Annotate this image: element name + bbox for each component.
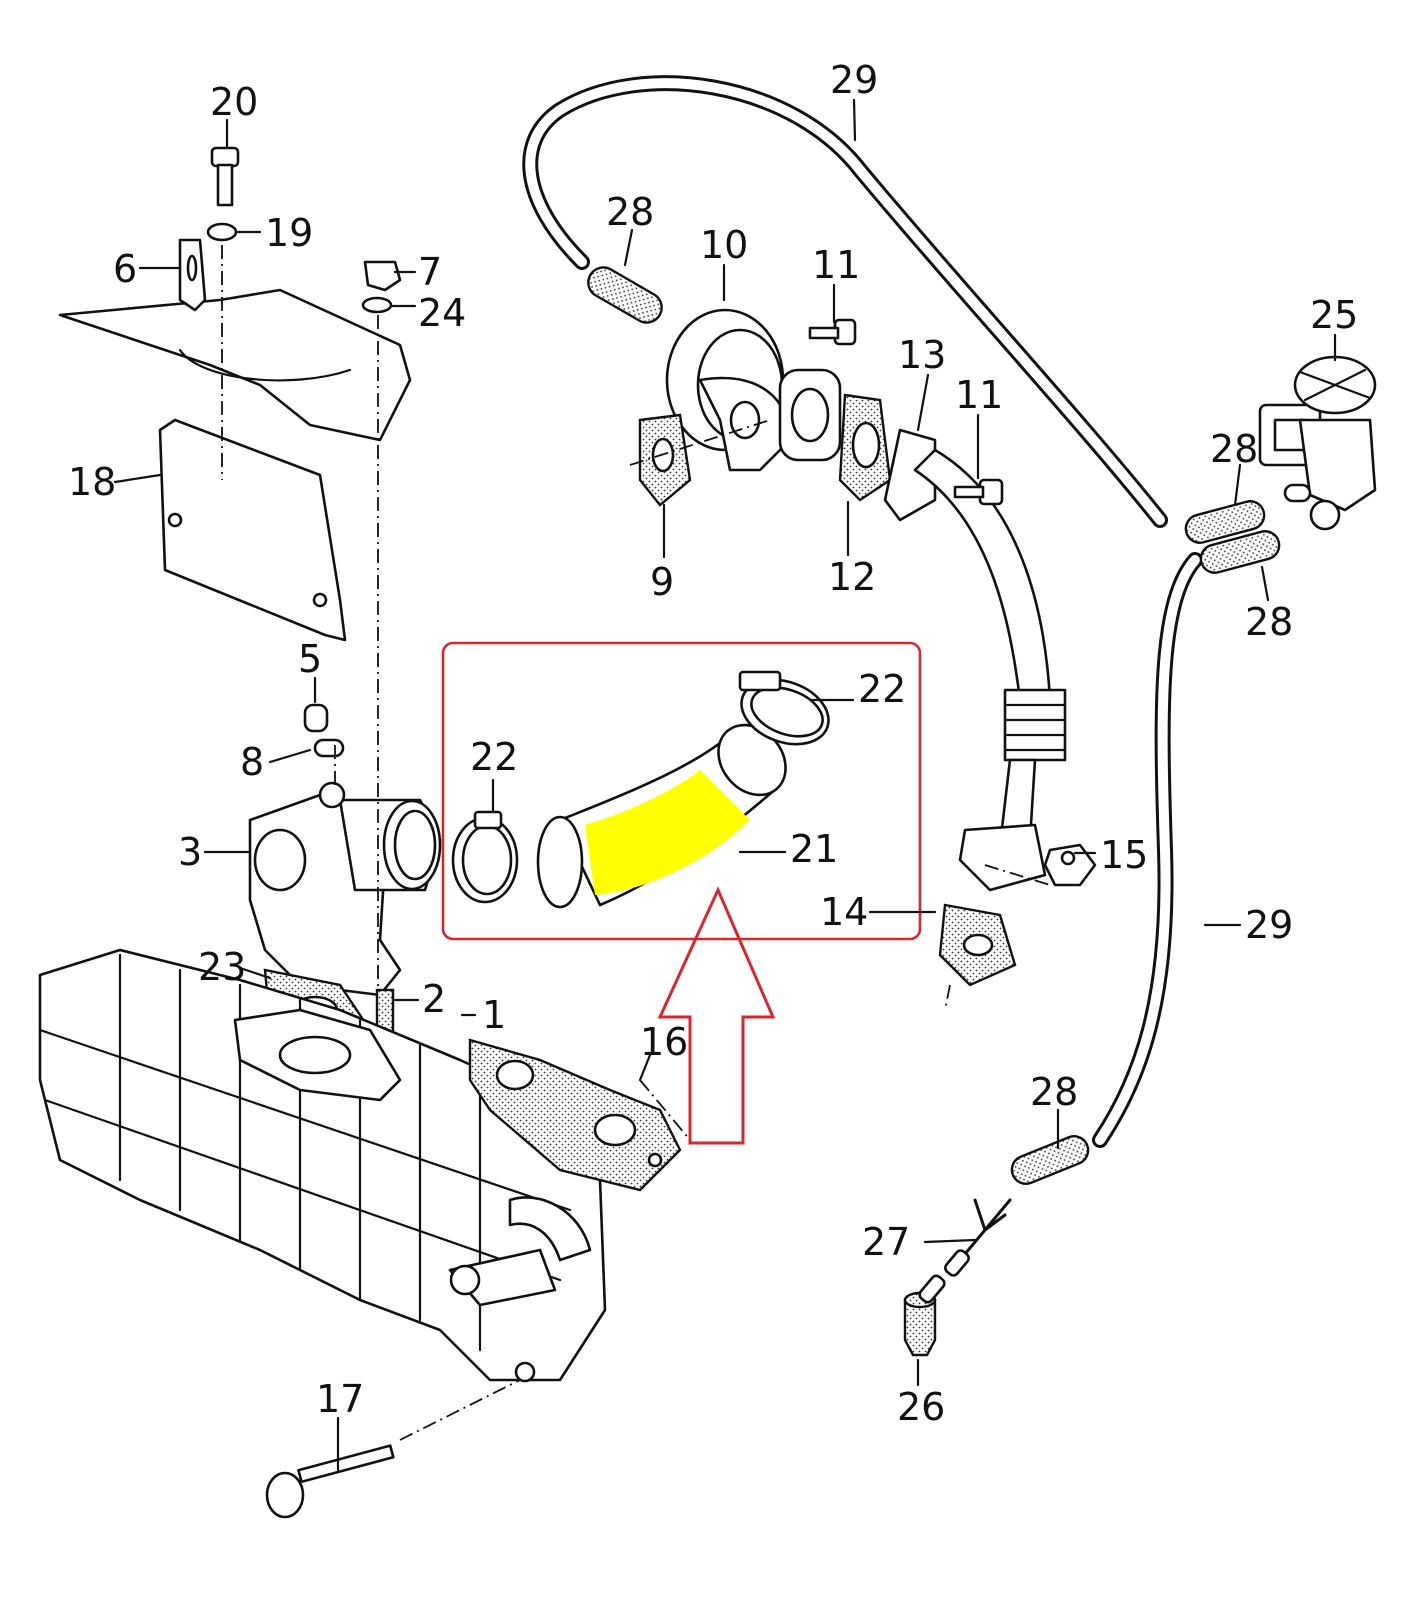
callout-29-right: 29 [1245,903,1293,947]
callout-22-right: 22 [858,667,906,711]
clamp-left [451,810,519,904]
nut [1043,843,1097,887]
egr-valve [665,308,842,472]
callout-11-top: 11 [812,243,860,287]
callout-11-right: 11 [955,373,1003,417]
hose-cap [903,1274,946,1357]
callout-28-right-lower: 28 [1245,600,1293,644]
bolt-egr-flange [953,478,1004,506]
bolt-top [210,146,240,207]
manifold-bolt [265,1444,395,1519]
centre-lines [221,245,1051,1441]
callout-21: 21 [790,827,838,871]
hose-piece-right-upper [1184,500,1266,544]
hose-piece-top [587,266,663,324]
gasket-left [638,413,692,507]
intake-manifold [38,948,607,1383]
highlight-box [441,641,922,941]
callout-17: 17 [316,1377,364,1421]
callout-18: 18 [68,460,116,504]
heat-shield [58,288,412,642]
callout-26: 26 [897,1385,945,1429]
callout-7: 7 [418,250,442,294]
washer-heat-shield [361,296,393,314]
leader-lines [113,98,1337,1472]
vacuum-hose-top [522,75,1168,528]
callout-14: 14 [820,890,868,934]
washer-top [206,222,238,242]
flange-gasket [938,903,1017,987]
callout-15: 15 [1100,833,1148,877]
callout-19: 19 [265,211,313,255]
clamp-right [738,670,830,746]
gasket-right [838,393,892,502]
vacuum-hose-right [1092,552,1203,1148]
callout-28-bottom: 28 [1030,1070,1078,1114]
solenoid-valve [1258,355,1377,531]
sensor [303,703,329,733]
nut-heat-shield [363,260,402,292]
callout-5: 5 [298,637,322,681]
callout-10: 10 [700,223,748,267]
callout-6: 6 [113,247,137,291]
callout-13: 13 [898,333,946,377]
callout-29-top: 29 [830,58,878,102]
callout-16: 16 [640,1020,688,1064]
callout-28-right-upper: 28 [1210,427,1258,471]
callout-8: 8 [240,740,264,784]
callout-1: 1 [482,993,506,1037]
callout-23: 23 [198,945,246,989]
callout-24: 24 [418,291,466,335]
callout-12: 12 [828,555,876,599]
callout-22-left: 22 [470,735,518,779]
y-connector [944,1198,1012,1277]
callout-3: 3 [178,830,202,874]
callout-2: 2 [422,977,446,1021]
callout-25: 25 [1310,293,1358,337]
callout-9: 9 [650,560,674,604]
hose-piece-bottom [1010,1135,1090,1185]
intake-hose [536,723,787,909]
callout-20: 20 [210,80,258,124]
clip [313,738,345,758]
bolt-egr-valve [808,318,857,346]
callout-28-top: 28 [606,190,654,234]
intake-elbow [248,781,442,997]
callout-27: 27 [862,1220,910,1264]
hose-piece-right-lower [1199,530,1281,574]
callouts: 20 19 6 7 24 18 5 8 3 23 2 1 16 17 22 22… [68,58,1358,1429]
manifold-gasket [468,1038,682,1192]
bracket [178,238,207,312]
egr-pipe [883,428,1067,892]
red-arrow [657,886,776,1145]
